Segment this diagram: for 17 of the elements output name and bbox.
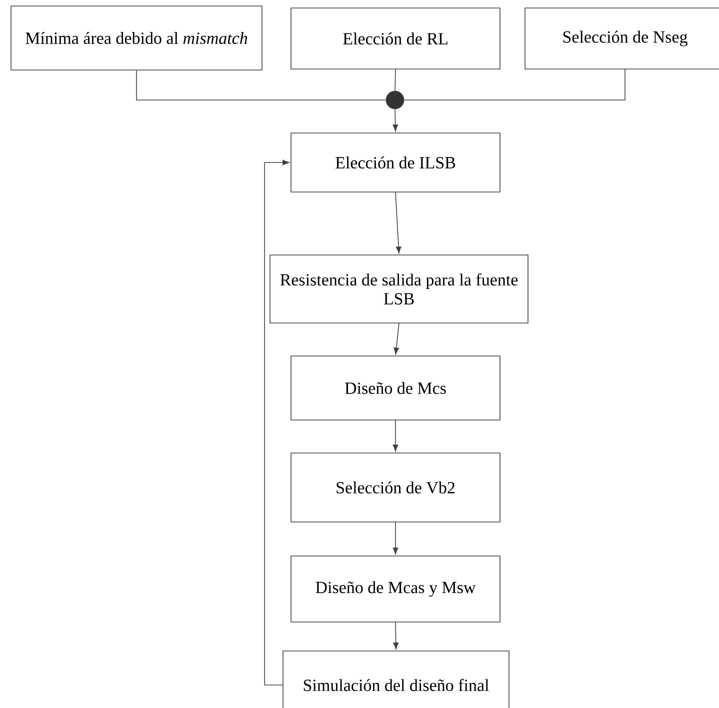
arrow — [393, 622, 399, 650]
arrow — [395, 192, 402, 254]
arrow — [264, 160, 290, 686]
process-box: Selección de Vb2 — [290, 452, 500, 522]
arrow — [392, 522, 398, 554]
junction-dot — [386, 90, 404, 110]
arrow — [392, 108, 398, 132]
process-box: Diseño de Mcs — [290, 356, 500, 420]
process-box: Simulación del diseño final — [282, 650, 510, 708]
process-box: Elección de RL — [290, 8, 500, 70]
arrow — [392, 420, 398, 452]
process-box: Elección de ILSB — [290, 132, 500, 192]
process-box: Diseño de Mcas y Msw — [290, 556, 500, 622]
process-box: Resistencia de salida para la fuente LSB — [270, 254, 528, 324]
process-box: Selección de Nseg — [524, 8, 719, 70]
process-box: Mínima área debido al mismatch — [10, 6, 262, 70]
arrow — [394, 323, 400, 354]
